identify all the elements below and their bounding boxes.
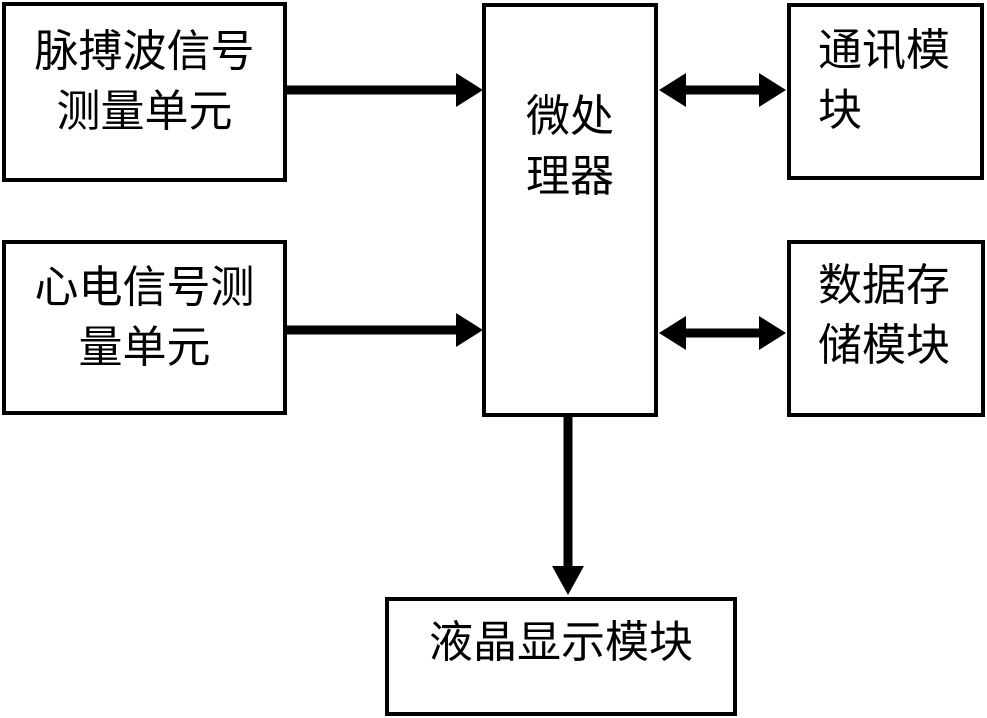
arrow-micro-storage-bidirectional bbox=[659, 316, 786, 350]
arrow-ecg-to-micro bbox=[287, 313, 483, 347]
block-label-line: 量单元 bbox=[78, 322, 211, 373]
block-microprocessor: 微处 理器 bbox=[482, 3, 658, 417]
arrow-micro-comm-bidirectional bbox=[659, 73, 786, 107]
arrow-pulse-to-micro bbox=[287, 73, 483, 107]
block-label-line: 微处 bbox=[526, 91, 614, 142]
block-label-line: 测量单元 bbox=[56, 86, 233, 137]
block-label-line: 块 bbox=[818, 85, 862, 136]
block-pulse-wave-measure-unit: 脉搏波信号 测量单元 bbox=[2, 2, 287, 182]
block-label-line: 理器 bbox=[526, 151, 614, 202]
block-label-line: 数据存 bbox=[818, 260, 950, 311]
block-label-line: 通讯模 bbox=[818, 25, 950, 76]
block-ecg-signal-measure-unit: 心电信号测 量单元 bbox=[2, 240, 287, 415]
block-label-line: 脉搏波信号 bbox=[34, 26, 255, 77]
block-data-storage-module: 数据存 储模块 bbox=[787, 240, 985, 417]
arrow-micro-to-lcd bbox=[552, 417, 584, 595]
block-label-line: 心电信号测 bbox=[34, 262, 255, 313]
block-label-line: 储模块 bbox=[818, 320, 950, 371]
block-communication-module: 通讯模 块 bbox=[787, 3, 984, 180]
block-lcd-display-module: 液晶显示模块 bbox=[385, 597, 737, 716]
block-label-line: 液晶显示模块 bbox=[429, 617, 693, 668]
